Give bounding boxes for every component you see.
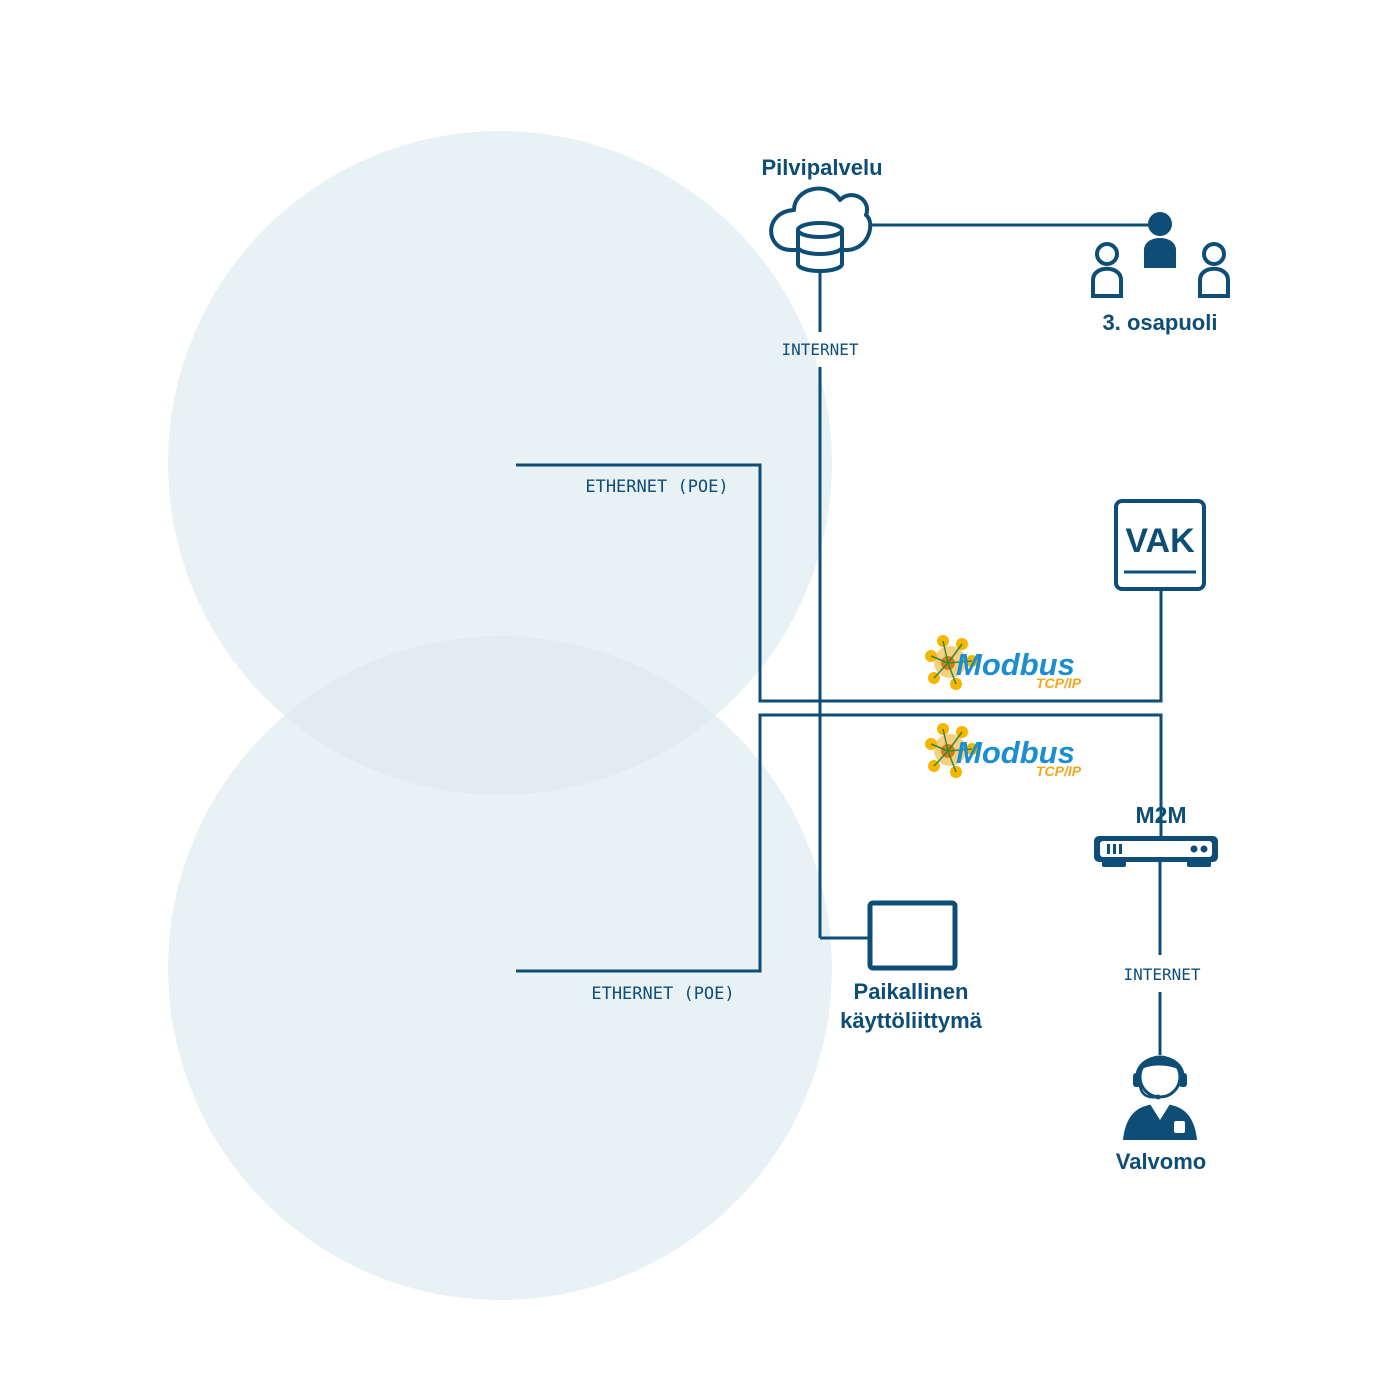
modbus-sub-upper: TCP/IP bbox=[1036, 675, 1082, 691]
lower-zone-circle bbox=[168, 636, 832, 1300]
cloud-database-icon bbox=[769, 186, 873, 273]
users-icon bbox=[1091, 212, 1230, 298]
modbus-sub-lower: TCP/IP bbox=[1036, 763, 1082, 779]
local-ui-label-line2: käyttöliittymä bbox=[840, 1008, 983, 1033]
user-right-icon bbox=[1198, 242, 1230, 298]
modbus-word-lower: Modbus bbox=[956, 735, 1075, 770]
operator-headset-icon bbox=[1123, 1055, 1197, 1140]
user-left-icon bbox=[1091, 242, 1123, 298]
internet-label-bottom: INTERNET bbox=[1123, 965, 1200, 984]
user-center-icon bbox=[1144, 212, 1176, 268]
vak-device-icon: VAK bbox=[1114, 499, 1206, 591]
modbus-logo-lower: Modbus TCP/IP bbox=[925, 723, 1082, 779]
modbus-logo-upper: Modbus TCP/IP bbox=[925, 635, 1082, 691]
modbus-network-icon bbox=[925, 635, 978, 690]
m2m-router-icon bbox=[1094, 836, 1218, 867]
local-ui-label-line1: Paikallinen bbox=[854, 979, 969, 1004]
internet-label-top: INTERNET bbox=[781, 340, 858, 359]
upper-zone-circle bbox=[168, 131, 832, 795]
modbus-word-upper: Modbus bbox=[956, 647, 1075, 682]
vak-label: VAK bbox=[1125, 522, 1195, 560]
modbus-network-icon bbox=[925, 723, 978, 778]
screen-icon bbox=[867, 900, 958, 971]
control-room-label: Valvomo bbox=[1116, 1149, 1206, 1174]
third-party-label: 3. osapuoli bbox=[1103, 310, 1218, 335]
ethernet-label-bottom: ETHERNET (POE) bbox=[591, 984, 734, 1004]
ethernet-label-top: ETHERNET (POE) bbox=[585, 477, 728, 497]
cloud-label: Pilvipalvelu bbox=[761, 155, 882, 180]
connection-lines bbox=[516, 223, 1163, 1055]
m2m-label: M2M bbox=[1135, 802, 1186, 828]
